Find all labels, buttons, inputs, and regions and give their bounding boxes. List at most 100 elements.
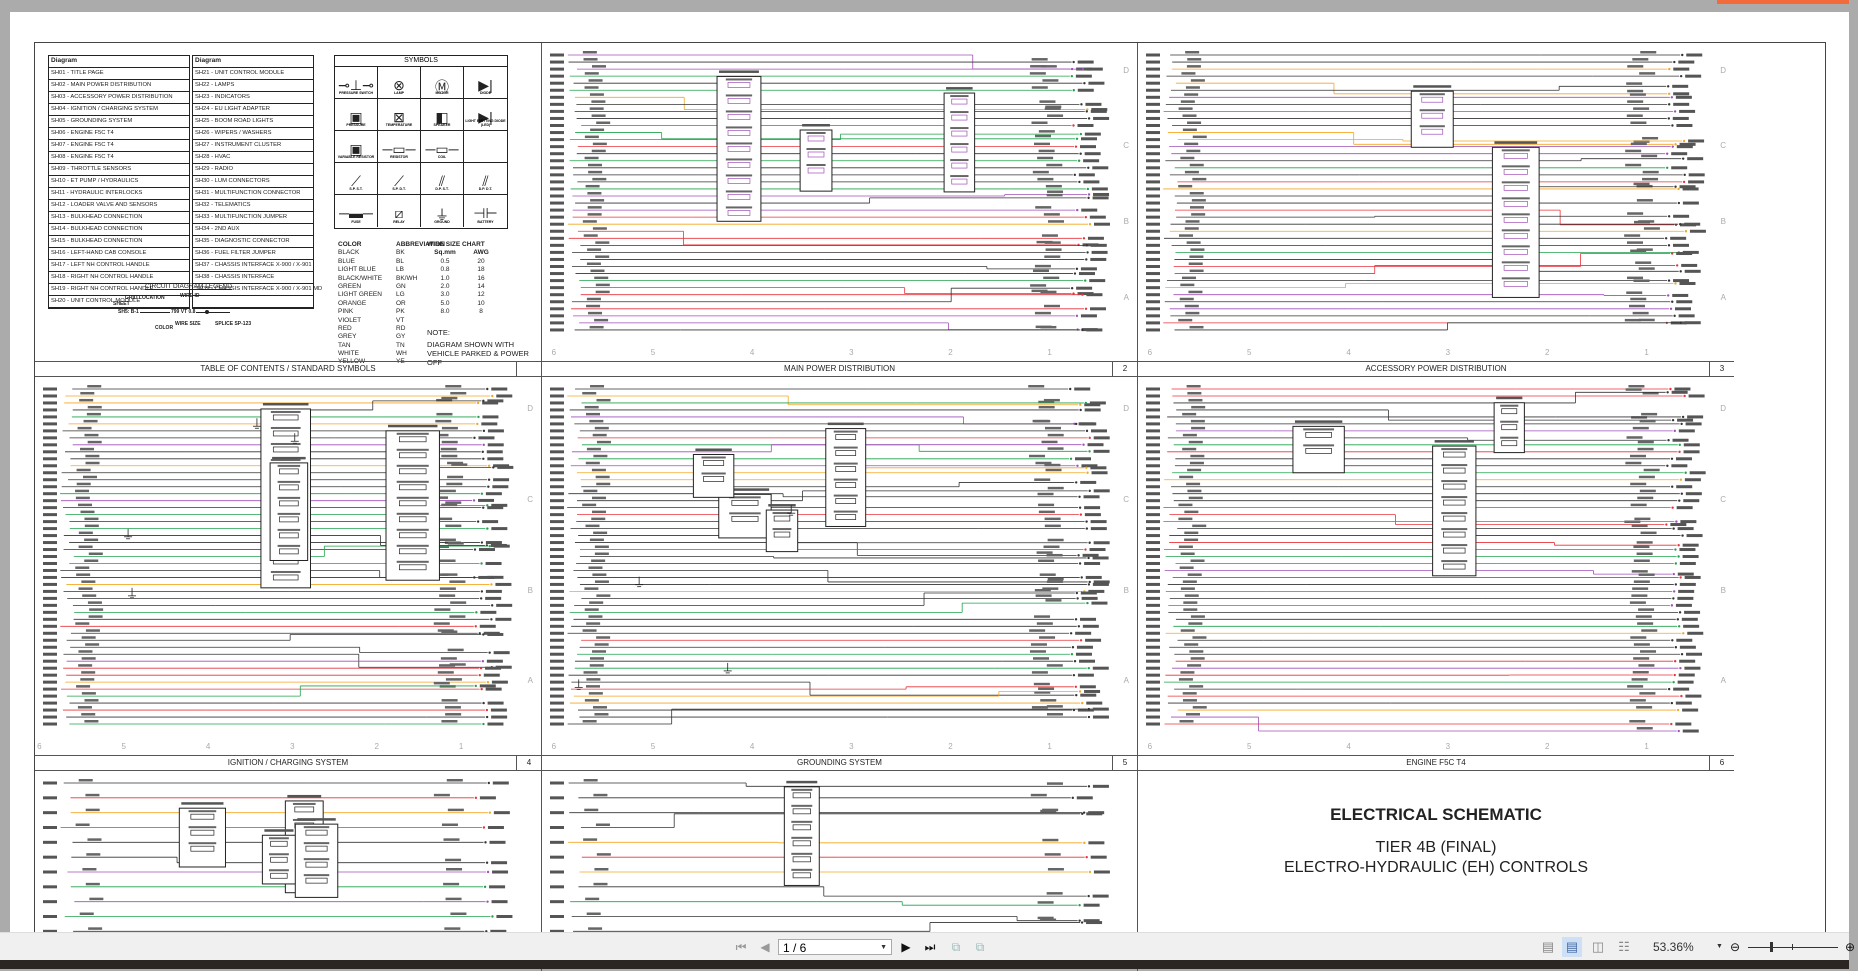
- next-page-button[interactable]: ▶: [898, 939, 914, 955]
- grid-row-label: C: [1123, 141, 1129, 151]
- go-back-button[interactable]: ⧉: [948, 939, 964, 955]
- wire-source-label: [550, 257, 564, 261]
- wire-id-label: [1642, 177, 1659, 181]
- wire-terminal: [1081, 67, 1085, 71]
- wire-terminal: [1087, 894, 1090, 898]
- wire-id-label: [449, 580, 466, 583]
- wire-terminal: [1670, 457, 1674, 460]
- wire-destination-label: [482, 401, 499, 405]
- symbol-cell: ⫽D.P. D.T.: [464, 163, 507, 195]
- wire-id-label: [1190, 657, 1205, 660]
- wire-destination-label: [1679, 582, 1696, 586]
- wire-destination-label: [1075, 74, 1092, 78]
- zoom-out-button[interactable]: ⊖: [1727, 939, 1743, 955]
- wire-terminal: [1087, 117, 1091, 120]
- wire-id-label: [1187, 573, 1202, 576]
- symbol-cell: ⊗LAMP: [378, 67, 421, 99]
- fuse-relay-element: [951, 178, 968, 185]
- zoom-slider-thumb[interactable]: [1770, 942, 1773, 952]
- wire-terminal: [1680, 653, 1684, 656]
- wire-id-label: [1038, 503, 1055, 507]
- component-label: [725, 206, 753, 209]
- wire-id-label: [432, 496, 449, 499]
- wire-id-label: [1182, 128, 1197, 132]
- two-page-view-button[interactable]: ◫: [1588, 937, 1608, 957]
- toc-item: SH12 - LOADER VALVE AND SENSORS: [49, 200, 189, 212]
- wire-source-label: [1146, 257, 1160, 261]
- sheet-number: 5: [1112, 756, 1137, 770]
- wire-destination-label: [487, 443, 504, 447]
- wire-destination-label: [1673, 687, 1690, 691]
- toc-item: SH38 - CHASSIS INTERFACE: [193, 272, 313, 284]
- wire-terminal: [482, 506, 485, 509]
- wire-id-label: [84, 699, 99, 702]
- wire-id-label: [81, 671, 96, 674]
- wire-id-label: [1634, 517, 1651, 521]
- wire-terminal: [1088, 870, 1092, 874]
- last-page-button[interactable]: ⏭: [922, 939, 938, 955]
- wire-terminal: [1078, 919, 1081, 922]
- book-view-button[interactable]: ☷: [1614, 937, 1634, 957]
- wire-id-label: [1638, 664, 1655, 667]
- grid-column-label: 4: [1346, 742, 1351, 751]
- wire-id-label: [584, 86, 599, 89]
- toc-item: SH21 - UNIT CONTROL MODULE: [193, 68, 313, 80]
- zoom-dropdown[interactable]: ▼: [1716, 943, 1723, 950]
- wire-id-label: [595, 475, 610, 479]
- wire-id-label: [1037, 492, 1054, 496]
- page-number-input[interactable]: 1 / 6▼: [778, 939, 892, 955]
- wire-destination-label: [1679, 142, 1696, 146]
- wire-source-label: [43, 708, 57, 712]
- wire-source-label: [550, 138, 564, 142]
- first-page-button[interactable]: ⏮: [733, 939, 749, 955]
- wire-source-label: [43, 900, 57, 904]
- wire-id-label: [81, 636, 96, 639]
- toc-item: SH28 - HVAC: [193, 152, 313, 164]
- wire-source-label: [550, 541, 564, 545]
- wire-destination-label: [1687, 157, 1704, 161]
- wire-destination-label: [1678, 673, 1695, 677]
- wire-id-label: [592, 227, 607, 230]
- zoom-level[interactable]: 53.36%: [1653, 940, 1694, 954]
- wire-terminal: [1084, 401, 1088, 405]
- fuse-relay-element: [727, 114, 751, 120]
- zoom-in-button[interactable]: ⊕: [1842, 939, 1858, 955]
- wire-id-label: [587, 213, 602, 216]
- wire-terminal: [1077, 554, 1080, 557]
- go-forward-button[interactable]: ⧉: [972, 939, 988, 955]
- previous-page-button[interactable]: ◀: [757, 939, 773, 955]
- wire-destination-label: [1080, 617, 1097, 621]
- fuse-relay-element: [727, 194, 751, 200]
- wire-terminal: [1679, 74, 1683, 78]
- wire-source-label: [550, 666, 564, 670]
- wire-id-label: [591, 149, 606, 153]
- component-label: [1303, 428, 1335, 431]
- wire-destination-label: [1678, 589, 1695, 593]
- single-page-view-button[interactable]: ▤: [1538, 937, 1558, 957]
- wire-source-label: [43, 429, 57, 433]
- wire-sqmm: 3.0: [440, 291, 450, 299]
- wire-id-label: [596, 440, 611, 444]
- wire-terminal: [1078, 903, 1081, 907]
- symbol-label: D.P. D.T.: [478, 187, 493, 191]
- component-label: [303, 842, 330, 845]
- wire-id-label: [76, 573, 91, 576]
- wire-id-label: [84, 524, 99, 528]
- wire-terminal: [1082, 237, 1086, 240]
- wire-terminal: [1674, 562, 1678, 565]
- fuse-relay-element: [792, 808, 811, 815]
- wire-source-label: [43, 811, 57, 815]
- wire-destination-label: [1679, 281, 1696, 285]
- symbol-cell: ⟋S.P. D.T.: [378, 163, 421, 195]
- zoom-slider[interactable]: [1748, 947, 1838, 948]
- wire-terminal: [1675, 520, 1678, 523]
- chevron-down-icon[interactable]: ▼: [880, 944, 887, 951]
- wire-terminal: [1087, 193, 1091, 196]
- wire-id-label: [1638, 475, 1655, 479]
- wire-terminal: [479, 597, 483, 600]
- continuous-view-button[interactable]: ▤: [1562, 937, 1582, 957]
- wire-id-label: [590, 128, 605, 132]
